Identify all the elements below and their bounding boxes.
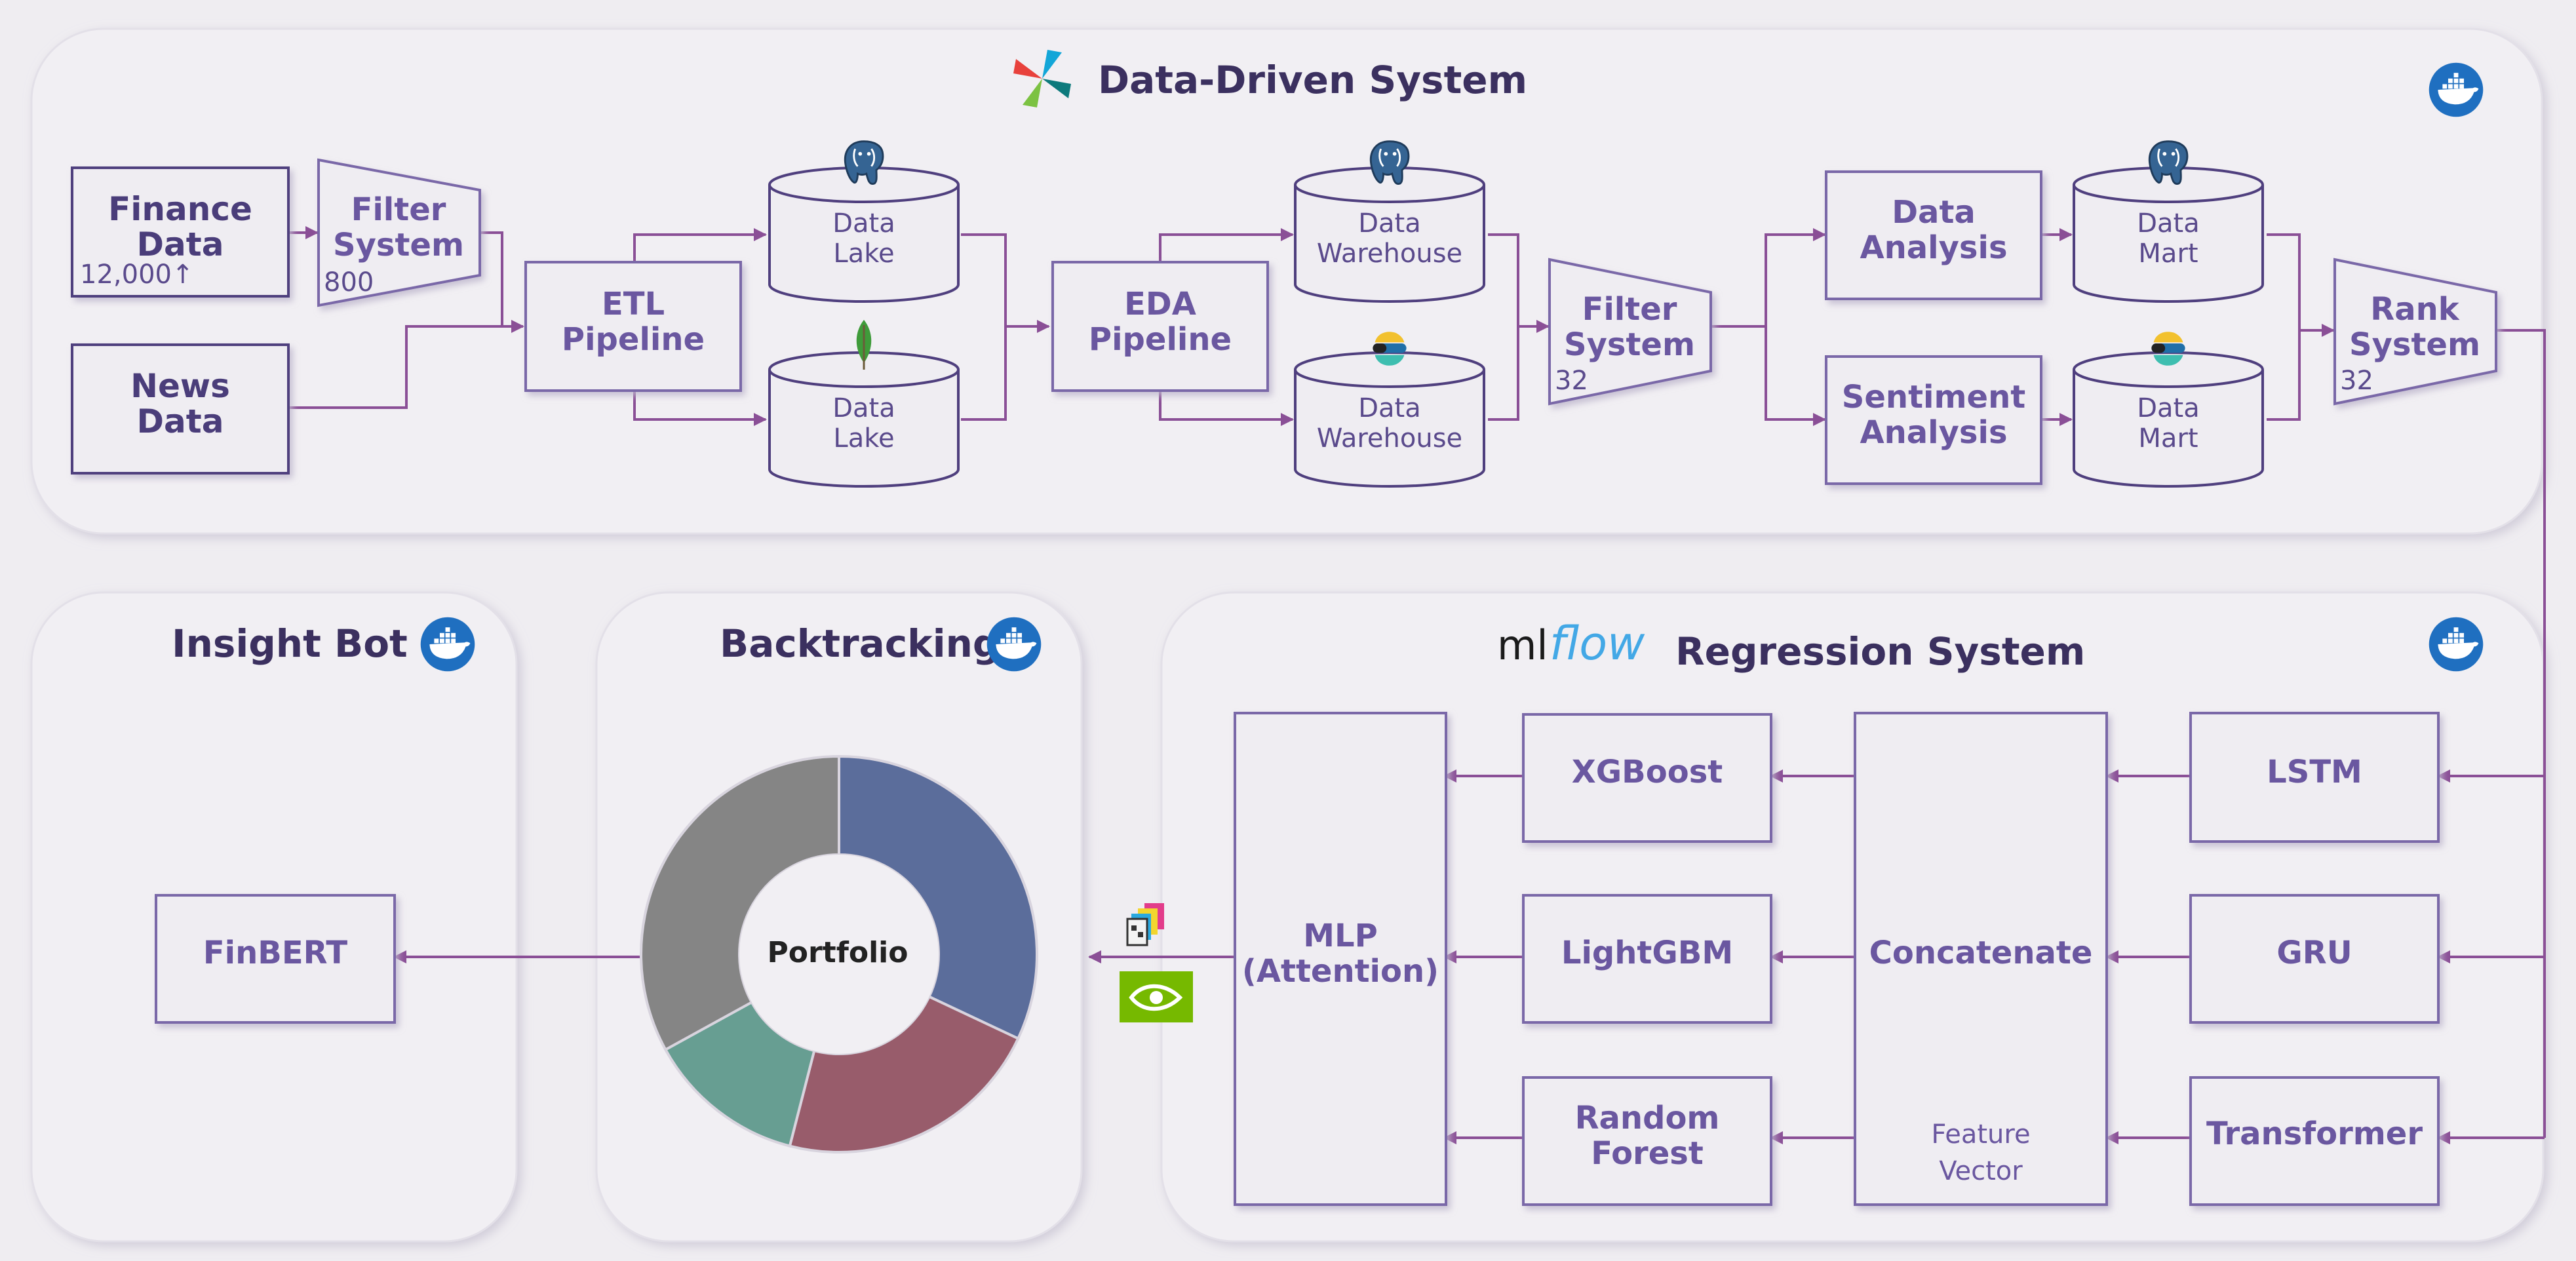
data-analysis-node: Data Analysis <box>1825 170 2042 300</box>
svg-text:Lake: Lake <box>833 239 894 269</box>
portfolio-donut-chart <box>640 754 1038 1154</box>
svg-text:Filter: Filter <box>351 191 446 228</box>
data-driven-edges <box>288 226 2546 1144</box>
svg-text:Lake: Lake <box>833 423 894 454</box>
svg-text:Data: Data <box>2137 393 2200 423</box>
svg-text:Forest: Forest <box>1591 1135 1704 1172</box>
finance-count: 12,000↑ <box>80 260 193 290</box>
data-warehouse-cylinder-1: Data Warehouse <box>1294 140 1485 303</box>
svg-text:Concatenate: Concatenate <box>1869 935 2093 971</box>
svg-text:LSTM: LSTM <box>2267 754 2362 790</box>
svg-text:System: System <box>333 227 464 263</box>
svg-text:EDA: EDA <box>1124 286 1196 322</box>
svg-text:Data: Data <box>1358 208 1421 239</box>
finance-data-node: Finance Data 12,000↑ <box>71 166 290 298</box>
regression-edges <box>393 769 2189 1144</box>
lightgbm-node: LightGBM <box>1522 894 1772 1024</box>
concatenate-node: Concatenate Feature Vector <box>1854 712 2108 1206</box>
rank-count: 32 <box>2340 366 2373 396</box>
svg-text:ETL: ETL <box>602 286 665 322</box>
svg-text:Data: Data <box>137 225 224 263</box>
svg-text:Mart: Mart <box>2138 239 2198 269</box>
filter-system-node-1: Filter System 800 <box>317 158 481 307</box>
docker-whale-icon <box>420 617 475 672</box>
svg-text:Data: Data <box>832 393 895 423</box>
svg-text:Mart: Mart <box>2138 423 2198 454</box>
filter1-count: 800 <box>324 267 374 298</box>
svg-text:Data: Data <box>2137 208 2200 239</box>
svg-text:Data: Data <box>1892 194 1976 231</box>
svg-text:Transformer: Transformer <box>2206 1116 2423 1152</box>
xgboost-node: XGBoost <box>1522 713 1772 843</box>
nvidia-icon <box>1120 971 1193 1022</box>
etl-pipeline-node: ETL Pipeline <box>524 261 742 392</box>
svg-text:Sentiment: Sentiment <box>1842 379 2025 416</box>
svg-text:Pipeline: Pipeline <box>562 321 705 358</box>
svg-text:Warehouse: Warehouse <box>1317 423 1462 454</box>
regression-title: Regression System <box>1675 629 2085 674</box>
filter2-count: 32 <box>1555 366 1588 396</box>
svg-text:System: System <box>1564 326 1695 363</box>
sentiment-analysis-node: Sentiment Analysis <box>1825 355 2042 485</box>
mlp-attention-node: MLP (Attention) <box>1234 712 1447 1206</box>
random-forest-node: Random Forest <box>1522 1076 1772 1206</box>
gru-node: GRU <box>2189 894 2440 1024</box>
eda-pipeline-node: EDA Pipeline <box>1051 261 1269 392</box>
data-driven-title: Data-Driven System <box>1098 58 1527 102</box>
transformer-node: Transformer <box>2189 1076 2440 1206</box>
svg-text:LightGBM: LightGBM <box>1561 935 1733 971</box>
packaging-boxes-icon <box>1126 903 1164 946</box>
airflow-pinwheel-icon <box>1013 50 1071 107</box>
mlflow-logo: ml flow <box>1497 617 1645 670</box>
docker-whale-icon <box>2429 62 2484 117</box>
svg-text:Random: Random <box>1575 1100 1720 1136</box>
svg-text:Analysis: Analysis <box>1860 229 2007 266</box>
portfolio-donut-hole <box>739 855 939 1054</box>
data-lake-cylinder-1: Data Lake <box>768 140 960 303</box>
svg-text:FinBERT: FinBERT <box>203 935 348 971</box>
svg-text:(Attention): (Attention) <box>1242 953 1439 990</box>
data-lake-cylinder-2: Data Lake <box>768 319 960 488</box>
svg-text:Filter: Filter <box>1582 291 1677 328</box>
svg-text:Pipeline: Pipeline <box>1089 321 1232 358</box>
portfolio-center-label: Portfolio <box>768 936 908 969</box>
data-warehouse-cylinder-2: Data Warehouse <box>1294 332 1485 488</box>
svg-text:Data: Data <box>1358 393 1421 423</box>
svg-text:Analysis: Analysis <box>1860 414 2007 451</box>
mlflow-logo-ml: ml <box>1497 621 1548 669</box>
data-mart-cylinder-2: Data Mart <box>2073 332 2264 488</box>
svg-text:Data: Data <box>832 208 895 239</box>
filter-system-node-2: Filter System 32 <box>1548 258 1712 406</box>
finbert-node: FinBERT <box>155 894 396 1024</box>
lstm-node: LSTM <box>2189 712 2440 843</box>
rank-system-node: Rank System 32 <box>2333 258 2497 406</box>
backtracking-title: Backtracking <box>720 621 1000 666</box>
docker-whale-icon <box>986 617 1042 672</box>
svg-text:Data: Data <box>137 402 224 440</box>
svg-text:Finance: Finance <box>108 190 252 228</box>
docker-whale-icon <box>2429 617 2484 672</box>
svg-text:News: News <box>130 367 230 405</box>
news-data-node: News Data <box>71 343 290 475</box>
svg-text:Warehouse: Warehouse <box>1317 239 1462 269</box>
svg-text:XGBoost: XGBoost <box>1572 754 1723 790</box>
svg-text:Rank: Rank <box>2370 291 2460 328</box>
feature-vector-label: Feature <box>1931 1119 2030 1150</box>
svg-text:Vector: Vector <box>1939 1156 2023 1186</box>
insight-bot-title: Insight Bot <box>172 621 408 666</box>
data-mart-cylinder-1: Data Mart <box>2073 140 2264 303</box>
mlflow-logo-flow: flow <box>1550 617 1645 670</box>
svg-text:GRU: GRU <box>2276 935 2352 971</box>
svg-text:MLP: MLP <box>1303 918 1378 954</box>
svg-text:System: System <box>2349 326 2480 363</box>
